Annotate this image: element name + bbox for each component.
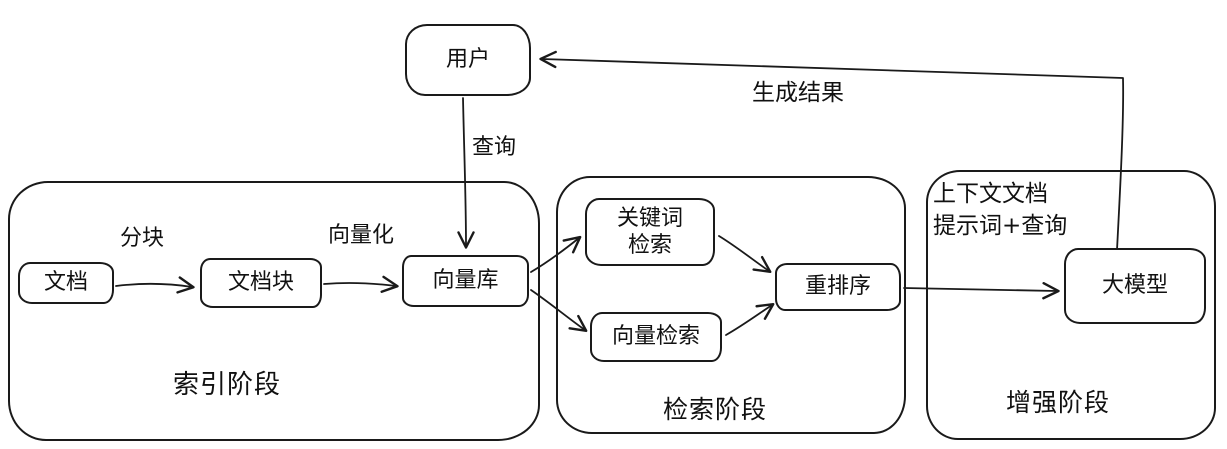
node-user: 用户 bbox=[405, 24, 531, 96]
node-keyword-search-label-line2: 检索 bbox=[627, 233, 672, 258]
node-vector-store: 向量库 bbox=[402, 255, 529, 307]
node-llm-label: 大模型 bbox=[1101, 273, 1168, 299]
node-document-label: 文档 bbox=[43, 270, 88, 296]
node-vector-search: 向量检索 bbox=[590, 312, 722, 362]
node-llm: 大模型 bbox=[1064, 248, 1206, 324]
node-keyword-search: 关键词 检索 bbox=[585, 198, 715, 266]
context-note-line2: 提示词+查询 bbox=[933, 212, 1068, 239]
augmentation-phase-title: 增强阶段 bbox=[1006, 388, 1111, 417]
node-document-chunk-label: 文档块 bbox=[227, 270, 294, 296]
container-indexing-phase bbox=[8, 181, 540, 441]
node-document: 文档 bbox=[18, 262, 114, 304]
retrieval-phase-title: 检索阶段 bbox=[663, 395, 768, 424]
node-vector-search-label: 向量检索 bbox=[611, 324, 700, 350]
edge-label-query: 查询 bbox=[472, 135, 517, 160]
edge-label-generated-result: 生成结果 bbox=[752, 80, 844, 106]
node-document-chunk: 文档块 bbox=[200, 258, 322, 308]
context-note-line1: 上下文文档 bbox=[933, 181, 1048, 207]
node-user-label: 用户 bbox=[445, 47, 490, 73]
node-vector-store-label: 向量库 bbox=[432, 268, 499, 294]
node-keyword-search-label-line1: 关键词 bbox=[616, 205, 683, 231]
indexing-phase-title: 索引阶段 bbox=[173, 370, 282, 400]
node-rerank: 重排序 bbox=[775, 263, 901, 311]
context-prompt-note: 上下文文档 提示词+查询 bbox=[933, 179, 1067, 242]
edge-label-chunking: 分块 bbox=[120, 226, 165, 251]
edge-label-vectorize: 向量化 bbox=[328, 223, 395, 248]
node-rerank-label: 重排序 bbox=[804, 274, 871, 300]
